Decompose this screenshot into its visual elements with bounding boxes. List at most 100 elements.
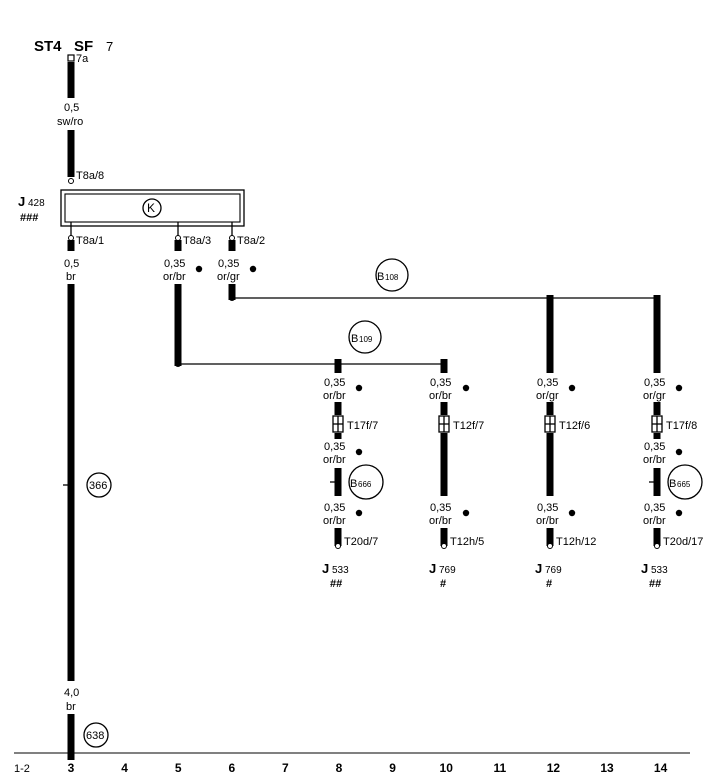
relay-pin-1-label: T8a/1	[76, 235, 104, 247]
branch-1-top-color: or/br	[323, 390, 346, 402]
fuse-number: 7	[106, 39, 113, 54]
branch-4-low-dot	[675, 509, 683, 517]
branch-2-comp-note: #	[440, 578, 446, 590]
relay-inner-box	[64, 193, 241, 223]
splice-b109-number: 109	[359, 335, 373, 344]
branch-2-top-dot	[462, 384, 470, 392]
branch-3-connector-label: T12f/6	[559, 420, 590, 432]
branch-1-comp-letter: J	[322, 561, 329, 576]
branch-4-connector-label: T17f/8	[666, 420, 697, 432]
branch-4-end-label: T20d/17	[663, 536, 703, 548]
relay-pin-2	[229, 235, 235, 241]
wire-orbr-color: or/br	[163, 271, 186, 283]
relay-number: 428	[28, 198, 45, 209]
ground-point-366	[86, 472, 112, 498]
branch-3-top-color: or/gr	[536, 390, 559, 402]
splice-b108	[375, 258, 409, 292]
wire-ground-color: br	[66, 701, 76, 713]
branch-2-top-size: 0,35	[430, 377, 451, 389]
scale-tick-14: 14	[654, 761, 668, 775]
scale-tick-6: 6	[228, 761, 235, 775]
relay-pin-1	[68, 235, 74, 241]
branch-2-low-size: 0,35	[430, 502, 451, 514]
splice-b666-letter: B	[350, 478, 357, 490]
branch-3-low-color: or/br	[536, 515, 559, 527]
terminal-st-label: ST4	[34, 38, 62, 55]
splice-b108-number: 108	[385, 273, 399, 282]
wire-orbr-dot	[195, 265, 203, 273]
relay-letter: J	[18, 194, 25, 209]
branch-3-comp-letter: J	[535, 561, 542, 576]
fuse-sf-label: SF	[74, 38, 93, 55]
branch-1-mid-dot	[355, 448, 363, 456]
branch-1-low-dot	[355, 509, 363, 517]
wire-br-color: br	[66, 271, 76, 283]
wire-orbr-size: 0,35	[164, 258, 185, 270]
wire-orgr-size: 0,35	[218, 258, 239, 270]
scale-tick-7: 7	[282, 761, 289, 775]
branch-2-top-color: or/br	[429, 390, 452, 402]
splice-b109-letter: B	[351, 333, 358, 345]
wire-main-size: 0,5	[64, 102, 79, 114]
branch-4-comp-number: 533	[651, 565, 668, 576]
branch-2-comp-number: 769	[439, 565, 456, 576]
splice-b665-number: 665	[677, 480, 691, 489]
splice-b666-number: 666	[358, 480, 372, 489]
branch-1-top-dot	[355, 384, 363, 392]
scale-tick-9: 9	[389, 761, 396, 775]
branch-2-low-dot	[462, 509, 470, 517]
scale-tick-8: 8	[336, 761, 343, 775]
branch-3-top-dot	[568, 384, 576, 392]
branch-4-top-color: or/gr	[643, 390, 666, 402]
branch-1-comp-note: ##	[330, 578, 342, 590]
splice-b666	[348, 464, 384, 500]
branch-1-low-size: 0,35	[324, 502, 345, 514]
branch-4-top-size: 0,35	[644, 377, 665, 389]
scale-tick-13: 13	[600, 761, 614, 775]
branch-3-comp-number: 769	[545, 565, 562, 576]
relay-outer-box	[60, 189, 245, 227]
branch-1-connector-label: T17f/7	[347, 420, 378, 432]
relay-symbol-circle	[142, 198, 162, 218]
branch-4-top-dot	[675, 384, 683, 392]
branch-1-comp-number: 533	[332, 565, 349, 576]
branch-4-mid-color: or/br	[643, 454, 666, 466]
branch-3-top-size: 0,35	[537, 377, 558, 389]
branch-3-low-dot	[568, 509, 576, 517]
branch-2-end-pin	[441, 543, 447, 549]
splice-b665-letter: B	[669, 478, 676, 490]
branch-1-top-size: 0,35	[324, 377, 345, 389]
ground-point-366-label: 366	[89, 480, 107, 492]
relay-pin-3-label: T8a/3	[183, 235, 211, 247]
branch-3-comp-note: #	[546, 578, 552, 590]
relay-input-pin-label: T8a/8	[76, 170, 104, 182]
scale-tick-10: 10	[440, 761, 454, 775]
branch-2-comp-letter: J	[429, 561, 436, 576]
scale-tick-5: 5	[175, 761, 182, 775]
wire-orgr-color: or/gr	[217, 271, 240, 283]
scale-tick-3: 3	[68, 761, 75, 775]
branch-3-end-pin	[547, 543, 553, 549]
scale-tick-12: 12	[547, 761, 561, 775]
branch-3-low-size: 0,35	[537, 502, 558, 514]
branch-4-low-size: 0,35	[644, 502, 665, 514]
branch-4-mid-dot	[675, 448, 683, 456]
splice-b108-letter: B	[377, 271, 384, 283]
branch-1-end-pin	[335, 543, 341, 549]
relay-symbol: K	[147, 201, 155, 215]
relay-pin-2-label: T8a/2	[237, 235, 265, 247]
fuse-pin-terminal	[67, 54, 75, 62]
branch-1-mid-size: 0,35	[324, 441, 345, 453]
branch-2-low-color: or/br	[429, 515, 452, 527]
relay-note: ###	[20, 212, 38, 224]
branch-2-end-label: T12h/5	[450, 536, 484, 548]
branch-1-mid-color: or/br	[323, 454, 346, 466]
branch-4-end-pin	[654, 543, 660, 549]
branch-4-mid-size: 0,35	[644, 441, 665, 453]
ground-point-638	[83, 722, 109, 748]
wire-br-size: 0,5	[64, 258, 79, 270]
splice-b665	[667, 464, 703, 500]
branch-2-connector-label: T12f/7	[453, 420, 484, 432]
